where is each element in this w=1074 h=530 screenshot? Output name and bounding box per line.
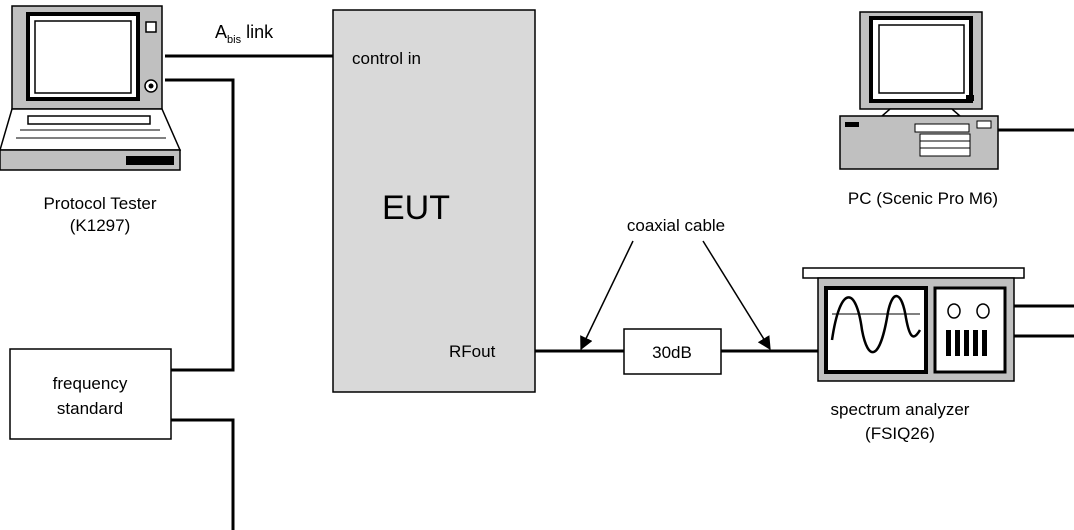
abis-link-label-rest: link <box>241 22 274 42</box>
frequency-standard-box <box>9 348 172 440</box>
frequency-standard-label-line2: standard <box>57 399 123 418</box>
rfout-label: RFout <box>449 342 496 361</box>
coaxial-cable-arrow-left <box>580 240 634 351</box>
tester-to-frequency-standard-wire <box>165 78 235 372</box>
spectrum-analyzer-icon <box>802 267 1025 382</box>
pc-label: PC (Scenic Pro M6) <box>848 189 998 208</box>
protocol-tester-icon <box>0 5 182 171</box>
coaxial-cable-arrow-right <box>702 240 771 351</box>
protocol-tester-label-line2: (K1297) <box>70 216 130 235</box>
coaxial-cable-label: coaxial cable <box>627 216 725 235</box>
protocol-tester-label-line1: Protocol Tester <box>43 194 156 213</box>
attenuator-label: 30dB <box>652 343 692 362</box>
eut-label: EUT <box>382 189 450 227</box>
pc-icon <box>839 11 999 170</box>
abis-link-label-main: A <box>215 22 227 42</box>
abis-link-label: Abis link <box>215 22 274 46</box>
control-in-label: control in <box>352 49 421 68</box>
eut-box <box>332 9 536 393</box>
spectrum-analyzer-label-line1: spectrum analyzer <box>831 400 970 419</box>
frequency-standard-label-line1: frequency <box>53 374 128 393</box>
abis-link-label-sub: bis <box>227 34 242 46</box>
frequency-standard-output-wire <box>171 418 235 530</box>
spectrum-analyzer-label-line2: (FSIQ26) <box>865 424 935 443</box>
